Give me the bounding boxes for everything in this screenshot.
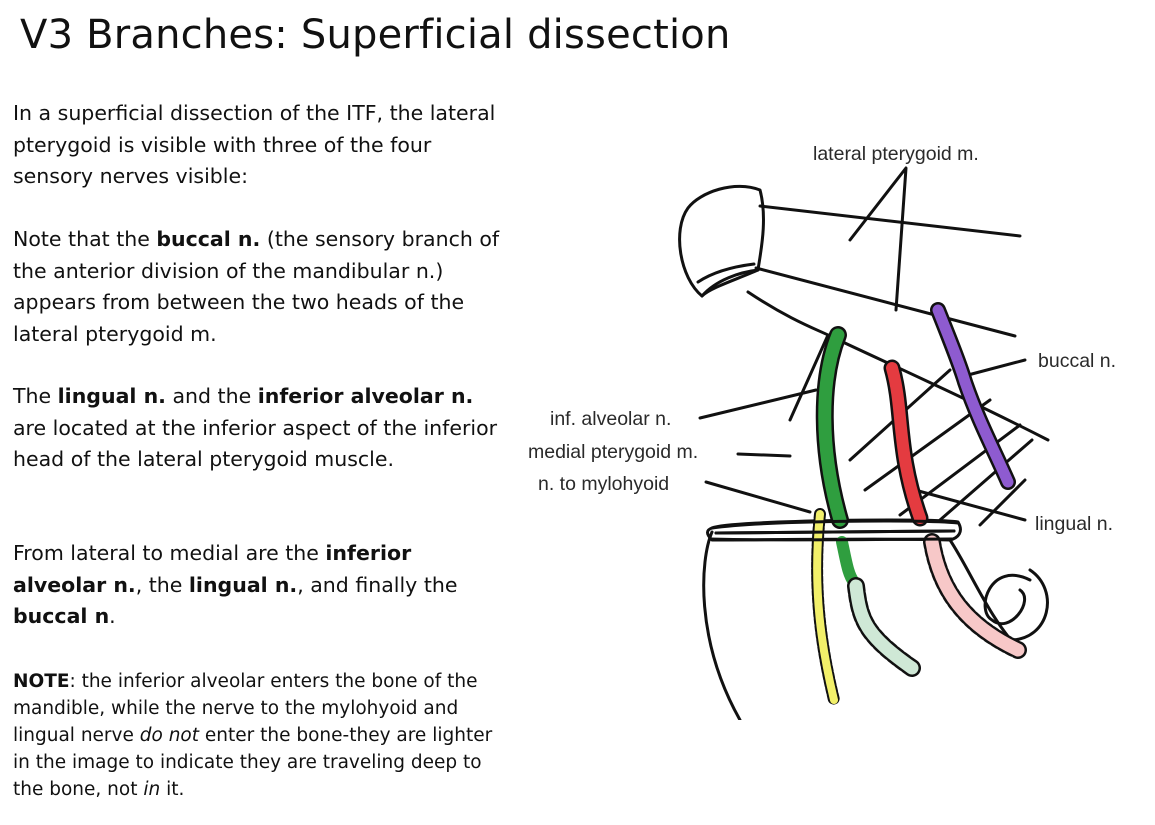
buccal-paragraph: Note that the buccal n. (the sensory bra… <box>13 224 503 350</box>
text-run: The <box>13 384 58 408</box>
leader-inf-alveolar <box>698 388 818 420</box>
text-run: From lateral to medial are the <box>13 541 326 565</box>
pterygoid-lower-edge <box>746 290 1050 442</box>
inf-alveolar-nerve-deep-fill <box>849 579 919 675</box>
pterygoid-upper-head <box>758 204 1022 238</box>
note-label: NOTE <box>13 671 70 692</box>
text-run: Note that the <box>13 227 157 251</box>
medial-pterygoid-lines <box>848 368 1034 527</box>
italic-run: do not <box>139 725 200 746</box>
jaw-band-mid <box>714 529 956 535</box>
mylohyoid-nerve-fill <box>813 510 838 704</box>
text-run: , and finally the <box>297 572 458 597</box>
text-run: and the <box>165 384 258 408</box>
inf-alveolar-nerve-fill <box>818 328 847 527</box>
label-lateral-pterygoid: lateral pterygoid m. <box>813 143 979 165</box>
lingual-nerve-deep-fill <box>925 535 1025 657</box>
bold-term-lingual: lingual n. <box>57 384 166 408</box>
jaw-band-bottom <box>708 537 954 542</box>
condyle-outline <box>678 184 765 298</box>
mandible-outline <box>702 530 742 720</box>
order-paragraph: From lateral to medial are the inferior … <box>13 538 503 633</box>
label-medial-pterygoid: medial pterygoid m. <box>528 441 698 463</box>
leader-buccal <box>966 358 1027 377</box>
leader-lingual <box>913 488 1027 522</box>
lingual-alveolar-paragraph: The lingual n. and the inferior alveolar… <box>13 381 503 476</box>
bold-term-inferior-alveolar: inferior alveolar n. <box>257 384 474 408</box>
inf-alveolar-nerve-lower <box>836 536 860 588</box>
text-run: enter the bone-they are lighter in the i… <box>13 725 493 800</box>
italic-run: in <box>143 779 161 800</box>
bold-term-inferior-alveolar: inferior alveolar n. <box>13 541 412 597</box>
leader-mylohyoid <box>704 480 812 514</box>
intro-paragraph: In a superficial dissection of the ITF, … <box>13 101 496 188</box>
label-inf-alveolar: inf. alveolar n. <box>550 408 671 430</box>
bold-term-buccal: buccal n. <box>156 227 261 251</box>
note-paragraph: NOTE: the inferior alveolar enters the b… <box>13 668 513 803</box>
leader-medial-pterygoid <box>736 452 792 458</box>
bold-term-lingual: lingual n. <box>188 572 298 597</box>
label-lingual: lingual n. <box>1035 513 1113 535</box>
text-run: . <box>109 604 116 628</box>
text-run: , the <box>135 572 189 597</box>
bold-term-buccal: buccal n <box>13 604 110 628</box>
slide-title: V3 Branches: Superficial dissection <box>20 12 731 58</box>
label-mylohyoid: n. to mylohyoid <box>538 473 669 495</box>
jaw-band-top <box>710 519 960 530</box>
lateral-pterygoid-leader <box>848 166 908 312</box>
ramus-line <box>788 333 830 422</box>
text-run: are located at the inferior aspect of th… <box>13 415 498 472</box>
text-run: (the sensory branch of the anterior divi… <box>13 227 500 346</box>
buccal-nerve-fill <box>932 304 1014 488</box>
pterygoid-lower-head <box>754 266 1017 338</box>
condyle-neck-outline <box>700 268 760 298</box>
label-buccal: buccal n. <box>1038 350 1116 372</box>
text-run: : the inferior alveolar enters the bone … <box>13 671 478 746</box>
condyle-base-ring <box>696 262 756 284</box>
text-run: it. <box>160 779 185 800</box>
lingula-hook <box>983 568 1049 642</box>
anatomy-diagram: lateral pterygoid m. buccal n. inf. alve… <box>528 143 1116 720</box>
lingual-nerve-fill <box>886 362 926 524</box>
